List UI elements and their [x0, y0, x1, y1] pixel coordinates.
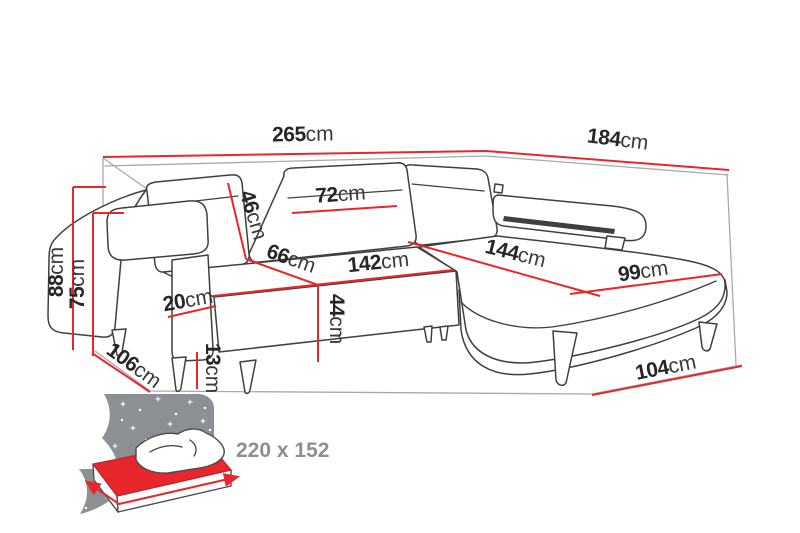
back-cushion-right	[403, 164, 498, 246]
leg-seat-small-1	[423, 325, 433, 343]
leg-chaise-front	[552, 330, 578, 387]
dimension-line-46	[227, 182, 247, 260]
leg-chaise-right	[698, 321, 718, 352]
armrest-pad	[106, 200, 209, 261]
unfold-arrow	[84, 473, 240, 506]
dim-chaise-outer-length: 104cm	[633, 350, 698, 384]
dim-leg-height: 13cm	[201, 343, 224, 393]
dim-seat-height: 44cm	[325, 294, 348, 344]
dimension-line-104	[591, 365, 743, 396]
duvet-folds	[149, 439, 197, 457]
sleeping-area-size-label: 220 x 152	[236, 439, 329, 462]
dim-armrest-width: 20cm	[161, 285, 215, 316]
sleeping-function-icon	[79, 394, 240, 514]
dim-armrest-height: 75cm	[66, 259, 89, 309]
guide-corner-diagonal	[102, 157, 148, 190]
dimension-line-265	[102, 150, 487, 158]
leg-seat-small-2	[439, 325, 449, 341]
chaise-seat	[418, 235, 726, 364]
dimension-line-66	[245, 258, 319, 286]
perspective-guides	[94, 155, 742, 395]
dimension-line-99	[569, 273, 723, 295]
dim-back-cushion-width: 72cm	[315, 181, 367, 207]
dim-total-depth: 184cm	[586, 124, 650, 154]
dimension-line-88	[72, 186, 106, 350]
rail-bracket-left	[493, 183, 504, 194]
guide-right-vertical	[726, 173, 737, 366]
rail-bracket-right	[604, 235, 626, 251]
dimension-line-144	[407, 241, 601, 297]
dim-total-width: 265cm	[272, 122, 334, 146]
dimension-line-20	[167, 305, 217, 318]
dimension-line-72	[291, 205, 398, 214]
dimension-lines	[72, 150, 743, 396]
leg-back-left	[111, 328, 127, 357]
guide-floor-edges	[94, 350, 742, 395]
dim-chaise-seat-width: 99cm	[617, 257, 670, 287]
dim-seat-width: 142cm	[347, 248, 411, 277]
armrest-front-column	[171, 254, 214, 362]
leg-front-middle	[239, 359, 257, 395]
leg-front-left	[171, 356, 187, 393]
dimension-line-106	[91, 352, 151, 393]
dimension-line-184	[485, 150, 730, 171]
dimension-line-75	[92, 212, 124, 356]
guide-top-edges	[104, 155, 729, 176]
back-cushion-middle-crease	[287, 189, 403, 199]
dim-back-height: 88cm	[45, 247, 68, 297]
back-cushion-right-crease	[411, 183, 485, 192]
seat-base-front	[213, 270, 460, 353]
chaise-front-edge	[460, 280, 717, 329]
duvet	[135, 428, 225, 474]
dimension-line-142	[212, 269, 454, 297]
rail-shadow-strip	[503, 216, 615, 234]
